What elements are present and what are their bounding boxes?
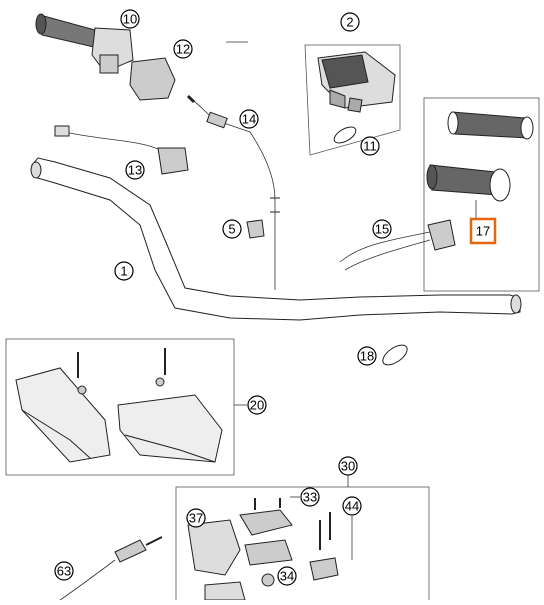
- callout-63: 63: [54, 561, 74, 581]
- svg-text:34: 34: [280, 569, 294, 584]
- svg-text:1: 1: [120, 264, 127, 279]
- callout-13: 13: [125, 160, 145, 180]
- callout-10: 10: [120, 9, 140, 29]
- svg-text:13: 13: [128, 163, 142, 178]
- cable-tie-11: [333, 126, 357, 144]
- svg-text:14: 14: [242, 112, 256, 127]
- svg-text:63: 63: [57, 564, 71, 579]
- grip-set-frame: [423, 97, 540, 292]
- svg-text:11: 11: [363, 139, 377, 154]
- callout-15: 15: [372, 219, 392, 239]
- callout-44: 44: [342, 496, 362, 516]
- callout-12: 12: [173, 39, 193, 59]
- switch-frame: [304, 44, 401, 156]
- callout-5: 5: [222, 219, 242, 239]
- callout-37: 37: [186, 508, 206, 528]
- throttle-grip: [35, 13, 134, 74]
- svg-text:2: 2: [346, 15, 353, 30]
- svg-text:18: 18: [360, 349, 374, 364]
- kill-switch: [317, 51, 396, 113]
- svg-text:30: 30: [341, 459, 355, 474]
- svg-text:33: 33: [303, 490, 317, 505]
- svg-text:44: 44: [345, 499, 359, 514]
- callout-1: 1: [114, 261, 134, 281]
- grip-set-17: [426, 111, 534, 202]
- clutch-cable-63: [59, 536, 163, 601]
- svg-text:15: 15: [375, 222, 389, 237]
- cable-tie-18: [382, 344, 408, 366]
- callout-17-highlighted[interactable]: 17: [469, 217, 497, 245]
- callout-18: 18: [357, 346, 377, 366]
- clamp-5: [246, 219, 265, 239]
- handlebar-end-left: [30, 161, 42, 179]
- handlebar-end: [510, 294, 522, 314]
- wiring-harness-15: [339, 219, 456, 271]
- throttle-cover: [129, 57, 176, 101]
- callout-20: 20: [247, 395, 267, 415]
- throttle-cable: [186, 94, 280, 290]
- handguards: [15, 348, 223, 463]
- callout-33: 33: [300, 487, 320, 507]
- callout-30: 30: [338, 456, 358, 476]
- svg-text:12: 12: [176, 42, 190, 57]
- lever-assembly: [187, 498, 339, 601]
- svg-text:10: 10: [123, 12, 137, 27]
- svg-text:37: 37: [189, 511, 203, 526]
- wiring-harness-13: [54, 125, 189, 175]
- svg-text:17: 17: [476, 224, 490, 239]
- svg-text:5: 5: [228, 222, 235, 237]
- lever-assembly-frame: [175, 486, 430, 605]
- callout-2: 2: [340, 12, 360, 32]
- callout-14: 14: [239, 109, 259, 129]
- callout-34: 34: [277, 566, 297, 586]
- svg-text:20: 20: [250, 398, 264, 413]
- callout-11: 11: [360, 136, 380, 156]
- handguard-frame: [5, 338, 235, 476]
